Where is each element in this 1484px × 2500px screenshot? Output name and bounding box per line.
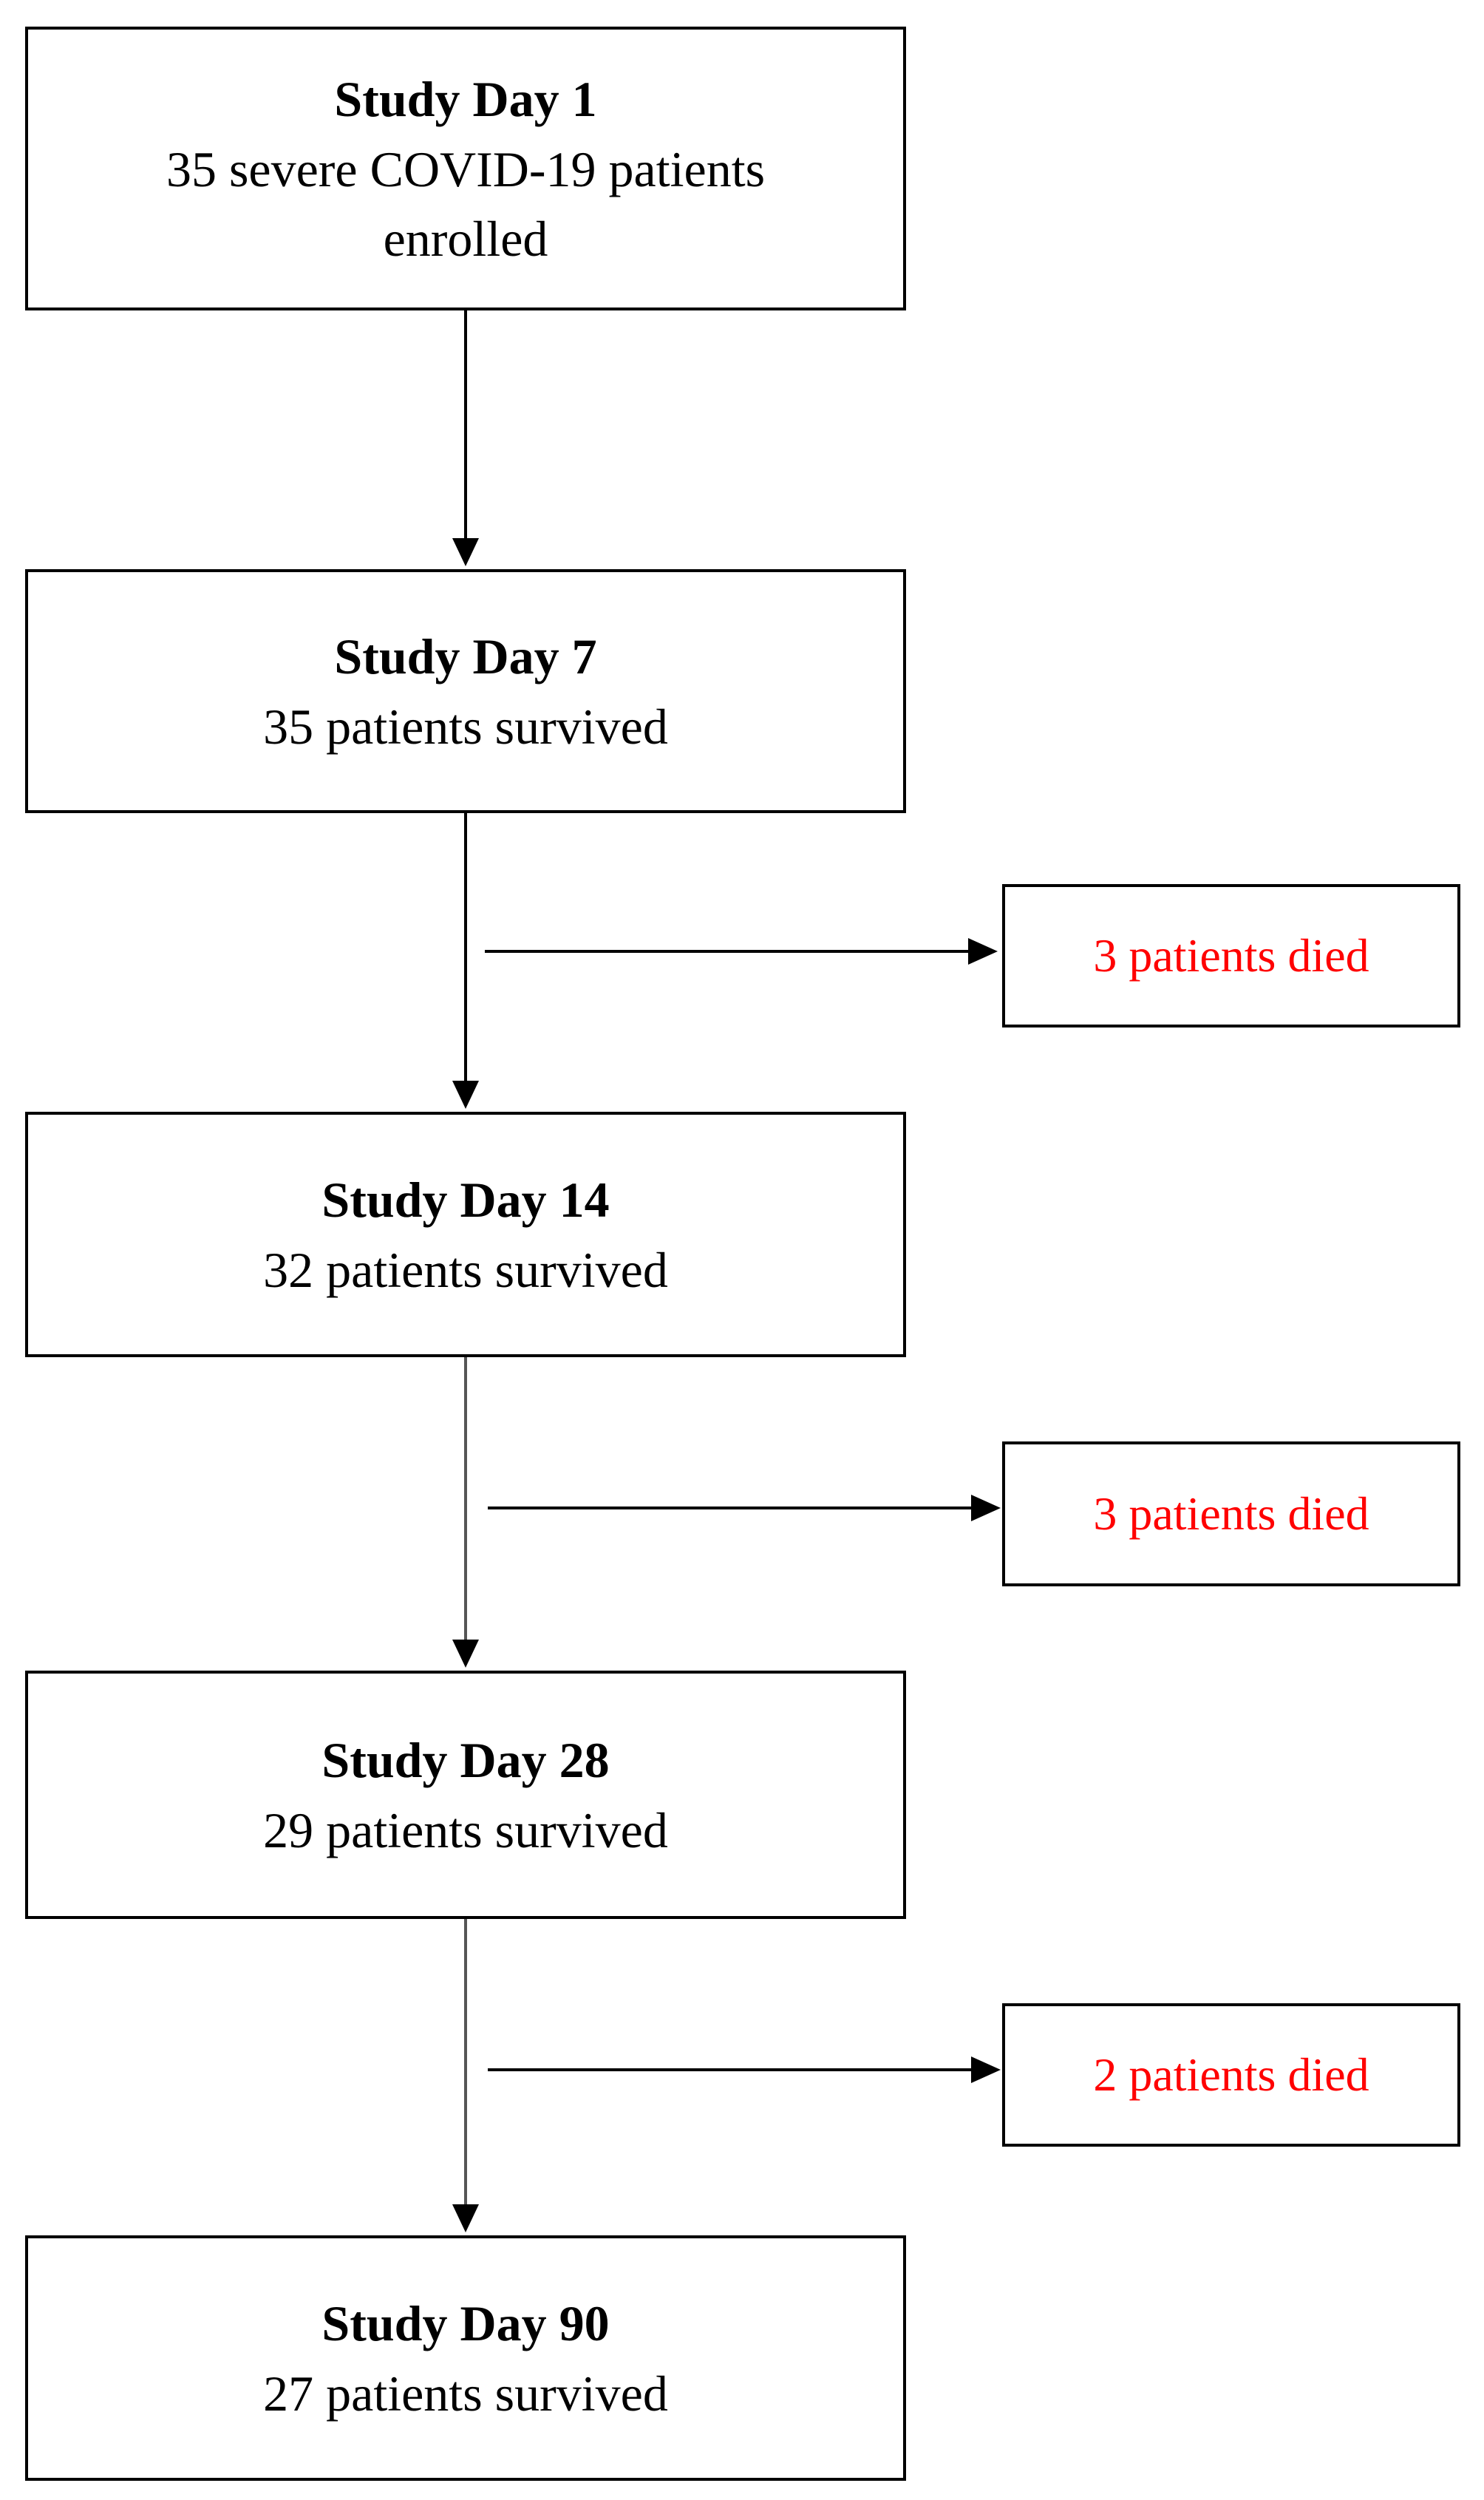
- death-arrow-2: [488, 1495, 1001, 1521]
- vertical-arrow-3: [452, 1357, 479, 1668]
- vertical-arrow-4: [452, 1919, 479, 2232]
- stage-box-day-7: Study Day 7 35 patients survived: [25, 569, 906, 813]
- death-label: 2 patients died: [1093, 2048, 1369, 2101]
- stage-count: 32 patients survived: [263, 1242, 668, 1298]
- death-arrow-1: [485, 938, 998, 965]
- stage-count: 35 patients survived: [263, 699, 668, 755]
- stage-box-day-14: Study Day 14 32 patients survived: [25, 1112, 906, 1357]
- death-arrow-3: [488, 2056, 1001, 2083]
- death-box-3: 2 patients died: [1002, 2003, 1460, 2147]
- stage-title: Study Day 14: [321, 1172, 610, 1228]
- stage-count: 27 patients survived: [263, 2365, 668, 2422]
- stage-count: 35 severe COVID-19 patients: [166, 141, 766, 197]
- stage-title: Study Day 1: [334, 71, 597, 127]
- death-box-1: 3 patients died: [1002, 884, 1460, 1027]
- death-label: 3 patients died: [1093, 1487, 1369, 1540]
- stage-box-day-90: Study Day 90 27 patients survived: [25, 2235, 906, 2481]
- stage-count: 29 patients survived: [263, 1802, 668, 1858]
- stage-count-continued: enrolled: [383, 211, 548, 267]
- stage-box-day-1: Study Day 1 35 severe COVID-19 patients …: [25, 27, 906, 310]
- death-label: 3 patients died: [1093, 929, 1369, 982]
- stage-title: Study Day 28: [321, 1732, 610, 1788]
- vertical-arrow-1: [452, 310, 479, 566]
- vertical-arrow-2: [452, 813, 479, 1109]
- stage-box-day-28: Study Day 28 29 patients survived: [25, 1671, 906, 1919]
- stage-title: Study Day 90: [321, 2295, 610, 2351]
- stage-title: Study Day 7: [334, 628, 597, 685]
- death-box-2: 3 patients died: [1002, 1441, 1460, 1586]
